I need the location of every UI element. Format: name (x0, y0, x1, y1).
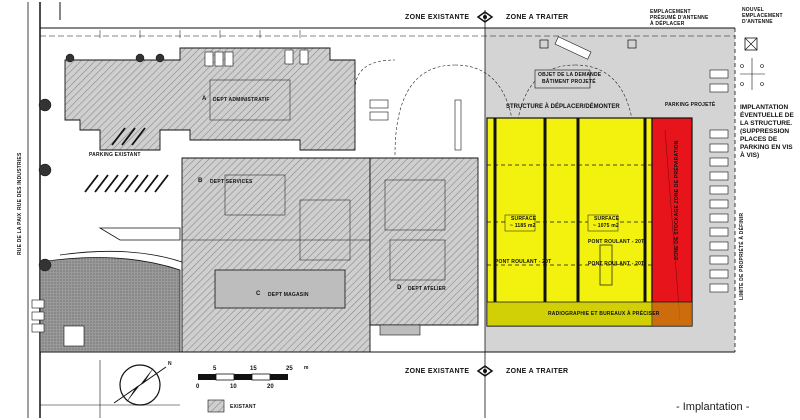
structure-label: STRUCTURE À DÉPLACER/DÉMONTER (506, 104, 620, 110)
limite-propriete-label: LIMITE DE PROPRIÉTÉ À DÉFINIR (739, 212, 745, 300)
nouvel-line2: EMPLACEMENT (742, 13, 783, 19)
north-arrow (113, 364, 167, 406)
emplacement-line3: À DÉPLACER (650, 21, 685, 27)
pont-roulant-1: PONT ROULANT - 20T (588, 239, 645, 245)
scale-tick-15: 15 (250, 366, 257, 372)
emplacement-line2: PRÉSUMÉ D'ANTENNE (650, 15, 709, 21)
dept-atelier-building (369, 157, 479, 326)
rue-left-label: RUE DES INDUSTRIES (17, 152, 23, 211)
dept-b-letter: B (198, 178, 203, 184)
parking-projete-label: PARKING PROJETÉ (665, 102, 716, 108)
scale-tick-0: 0 (196, 384, 200, 390)
batiment-projete-label: BÂTIMENT PROJETÉ (542, 79, 596, 85)
pont-roulant-2: PONT ROULANT - 20T (495, 259, 552, 265)
zone-existante-top-label: ZONE EXISTANTE (405, 14, 470, 21)
dept-c-name: DEPT MAGASIN (268, 292, 309, 298)
pont-roulant-3: PONT ROULANT - 20T (588, 261, 645, 267)
legend-existant-label: EXISTANT (230, 404, 256, 410)
dept-d-name: DEPT ATELIER (408, 286, 446, 292)
scale-tick-20: 20 (267, 384, 274, 390)
dept-services-building (181, 157, 371, 353)
dept-a-name: DEPT ADMINISTRATIF (213, 97, 270, 103)
surface-1-title: SURFACE (511, 216, 537, 222)
entrance-road (39, 257, 181, 353)
scale-tick-25: 25 (286, 366, 293, 372)
dept-b-name: DEPT SERVICES (210, 179, 253, 185)
surface-2-value: ~ 1075 m2 (593, 223, 619, 229)
zone-existante-bottom-label: ZONE EXISTANTE (405, 368, 470, 375)
plan-caption: - Implantation - (676, 401, 750, 413)
rue-left2-label: RUE DE LA PAIX (17, 212, 23, 255)
objet-demande-label: OBJET DE LA DEMANDE (538, 72, 602, 78)
scale-bar (198, 373, 288, 381)
north-label: N (168, 361, 172, 367)
scale-unit: m (304, 365, 309, 371)
surface-1-value: ~ 1185 m2 (510, 223, 536, 229)
emplacement-line1: EMPLACEMENT (650, 9, 691, 15)
new-building-red-zone (651, 117, 693, 327)
zone-a-traiter-top-label: ZONE A TRAITER (506, 14, 569, 21)
zone-divider-arrow-bottom (476, 365, 494, 377)
dept-c-letter: C (256, 291, 261, 297)
zone-etendue-label: ZONE DE STOCKAGE ZONE DE PRÉPARATION (674, 140, 680, 260)
parking-existant-label: PARKING EXISTANT (89, 152, 141, 158)
implantation-note: IMPLANTATION ÉVENTUELLE DE LA STRUCTURE.… (740, 104, 794, 159)
dept-a-letter: A (202, 96, 207, 102)
radiographie-label: RADIOGRAPHIE ET BUREAUX À PRÉCISER (548, 311, 660, 317)
scale-tick-10: 10 (230, 384, 237, 390)
scale-tick-5: 5 (213, 366, 217, 372)
surface-2-title: SURFACE (594, 216, 620, 222)
nouvel-line1: NOUVEL (742, 7, 765, 13)
legend-existant-swatch (207, 399, 225, 413)
zone-divider-arrow-top (476, 11, 494, 23)
zone-a-traiter-bottom-label: ZONE A TRAITER (506, 368, 569, 375)
dept-d-letter: D (397, 285, 402, 291)
nouvel-line3: D'ANTENNE (742, 19, 773, 25)
